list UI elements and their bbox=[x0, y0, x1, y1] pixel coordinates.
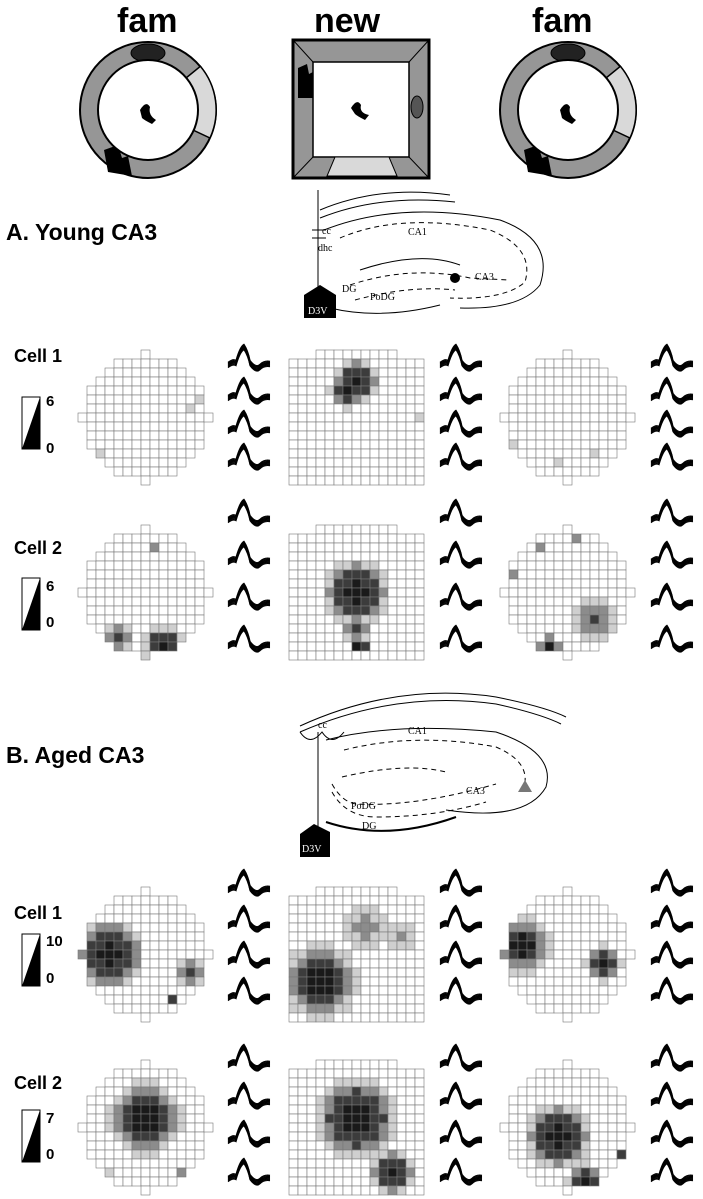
scale-min-young-cell-1: 0 bbox=[46, 440, 55, 457]
row-label-young-cell-2: Cell 2 bbox=[14, 538, 63, 558]
waveforms-aged-cell2-fam2 bbox=[650, 1043, 694, 1186]
atlas-label-d3v: D3V bbox=[308, 306, 328, 317]
atlas-label-dhc: dhc bbox=[318, 243, 333, 254]
waveforms-young-cell2-fam2 bbox=[650, 498, 694, 653]
atlas-label-ca3: CA3 bbox=[475, 272, 494, 283]
color-scale-aged-cell-2 bbox=[21, 1109, 41, 1163]
rate-map-young-cell1-fam1 bbox=[77, 349, 214, 486]
row-label-aged-cell-1: Cell 1 bbox=[14, 903, 63, 923]
condition-label-fam-1: fam bbox=[117, 2, 178, 40]
waveforms-aged-cell1-fam1 bbox=[227, 868, 271, 1005]
waveforms-young-cell1-fam1 bbox=[227, 343, 271, 471]
rate-map-young-cell1-new bbox=[288, 349, 425, 486]
row-label-aged-cell-2: Cell 2 bbox=[14, 1073, 63, 1093]
scale-max-aged-cell-1: 10 bbox=[46, 933, 63, 950]
atlas-label-ca1: CA1 bbox=[408, 227, 427, 238]
scale-min-young-cell-2: 0 bbox=[46, 614, 55, 631]
rate-map-young-cell1-fam2 bbox=[499, 349, 636, 486]
row-label-young-cell-1: Cell 1 bbox=[14, 346, 63, 366]
square-arena-new bbox=[291, 38, 431, 180]
scale-min-aged-cell-2: 0 bbox=[46, 1146, 55, 1163]
atlas-label-podg-aged: PoDG bbox=[351, 801, 376, 812]
condition-label-new: new bbox=[314, 2, 381, 40]
section-a-title: A. Young CA3 bbox=[6, 219, 158, 245]
circular-arena-fam-1 bbox=[79, 41, 217, 179]
rate-map-aged-cell2-fam2 bbox=[499, 1059, 636, 1196]
rate-map-young-cell2-fam1 bbox=[77, 524, 214, 661]
waveforms-aged-cell1-fam2 bbox=[650, 868, 694, 1005]
atlas-label-ca1-aged: CA1 bbox=[408, 726, 427, 737]
rate-map-aged-cell2-new bbox=[288, 1059, 425, 1196]
waveforms-aged-cell1-new bbox=[439, 868, 483, 1005]
waveforms-young-cell1-fam2 bbox=[650, 343, 694, 471]
atlas-label-dg: DG bbox=[342, 284, 356, 295]
waveforms-young-cell1-new bbox=[439, 343, 483, 471]
hippocampus-diagram-aged: cc CA1 CA3 PoDG DG D3V bbox=[299, 692, 567, 857]
waveforms-aged-cell2-new bbox=[439, 1043, 483, 1186]
waveforms-young-cell2-fam1 bbox=[227, 498, 271, 653]
color-scale-young-cell-2 bbox=[21, 577, 41, 631]
rate-map-young-cell2-fam2 bbox=[499, 524, 636, 661]
waveforms-young-cell2-new bbox=[439, 498, 483, 653]
scale-max-young-cell-1: 6 bbox=[46, 393, 55, 410]
condition-label-fam-2: fam bbox=[532, 2, 593, 40]
color-scale-young-cell-1 bbox=[21, 396, 41, 450]
rate-map-aged-cell1-fam2 bbox=[499, 886, 636, 1023]
circular-arena-fam-2 bbox=[499, 41, 637, 179]
rate-map-aged-cell1-fam1 bbox=[77, 886, 214, 1023]
rate-map-aged-cell1-new bbox=[288, 886, 425, 1023]
arena-schematics bbox=[79, 38, 637, 180]
scale-min-aged-cell-1: 0 bbox=[46, 970, 55, 987]
atlas-label-d3v-aged: D3V bbox=[302, 844, 322, 855]
atlas-label-podg: PoDG bbox=[370, 292, 395, 303]
atlas-label-ca3-aged: CA3 bbox=[466, 786, 485, 797]
hippocampus-diagram-young: cc dhc CA1 CA3 DG PoDG D3V bbox=[304, 190, 544, 318]
scale-max-young-cell-2: 6 bbox=[46, 578, 55, 595]
section-b-title: B. Aged CA3 bbox=[6, 742, 145, 768]
rate-map-young-cell2-new bbox=[288, 524, 425, 661]
atlas-label-cc: cc bbox=[322, 226, 331, 237]
scale-max-aged-cell-2: 7 bbox=[46, 1110, 55, 1127]
atlas-label-dg-aged: DG bbox=[362, 821, 376, 832]
color-scale-aged-cell-1 bbox=[21, 933, 41, 987]
atlas-label-cc-aged: cc bbox=[318, 720, 327, 731]
waveforms-aged-cell2-fam1 bbox=[227, 1043, 271, 1186]
rate-map-aged-cell2-fam1 bbox=[77, 1059, 214, 1196]
